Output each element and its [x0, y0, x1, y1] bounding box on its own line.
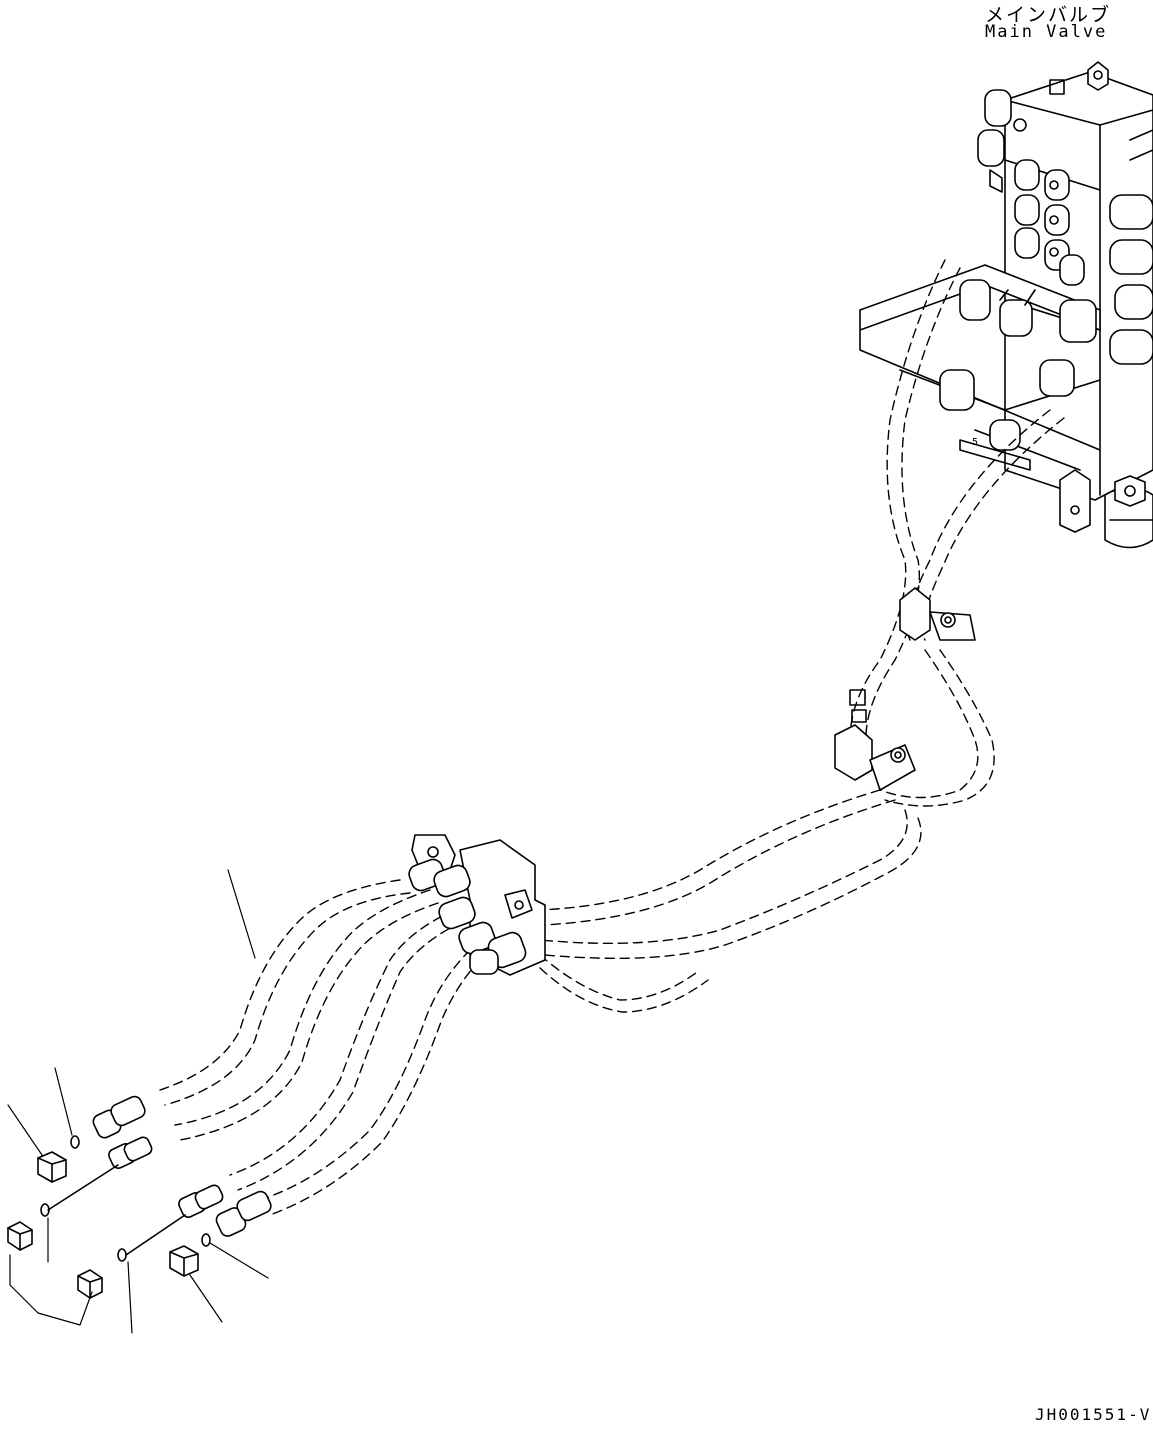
main-valve: 5	[859, 61, 1153, 549]
mounting-frame: 5	[859, 264, 1153, 549]
clamp-upper	[899, 587, 976, 641]
drawing-code: JH001551-V	[1035, 1405, 1152, 1424]
valve-lower-fittings	[939, 279, 1097, 451]
svg-text:5: 5	[972, 437, 978, 448]
o-ring-icon	[40, 1203, 50, 1217]
left-hose-bundle	[159, 879, 481, 1216]
o-ring-icon	[117, 1248, 127, 1262]
main-valve-label-jp: メインバルブ	[985, 4, 1112, 26]
right-side-fittings	[1109, 129, 1153, 365]
hose-fitting-icon	[108, 1136, 153, 1169]
hex-plug-icon	[7, 1221, 33, 1251]
main-valve-label-en: Main Valve	[985, 22, 1108, 42]
hex-plug-icon	[37, 1151, 67, 1183]
spool-covers	[1014, 159, 1085, 286]
hose-lines	[539, 259, 1065, 1013]
manifold-block	[408, 834, 546, 976]
leader-lines	[7, 869, 269, 1334]
hex-plug-icon	[169, 1245, 199, 1277]
hose-fitting-icon	[92, 1095, 146, 1139]
hose-fitting-icon	[178, 1184, 224, 1218]
clamp-lower	[834, 689, 916, 791]
hose-fitting-icon	[215, 1190, 272, 1237]
o-ring-icon	[70, 1135, 80, 1149]
hex-plug-icon	[77, 1269, 103, 1299]
o-ring-icon	[201, 1233, 211, 1247]
left-top-fittings	[977, 89, 1027, 193]
hose-end-fittings	[47, 1095, 272, 1256]
